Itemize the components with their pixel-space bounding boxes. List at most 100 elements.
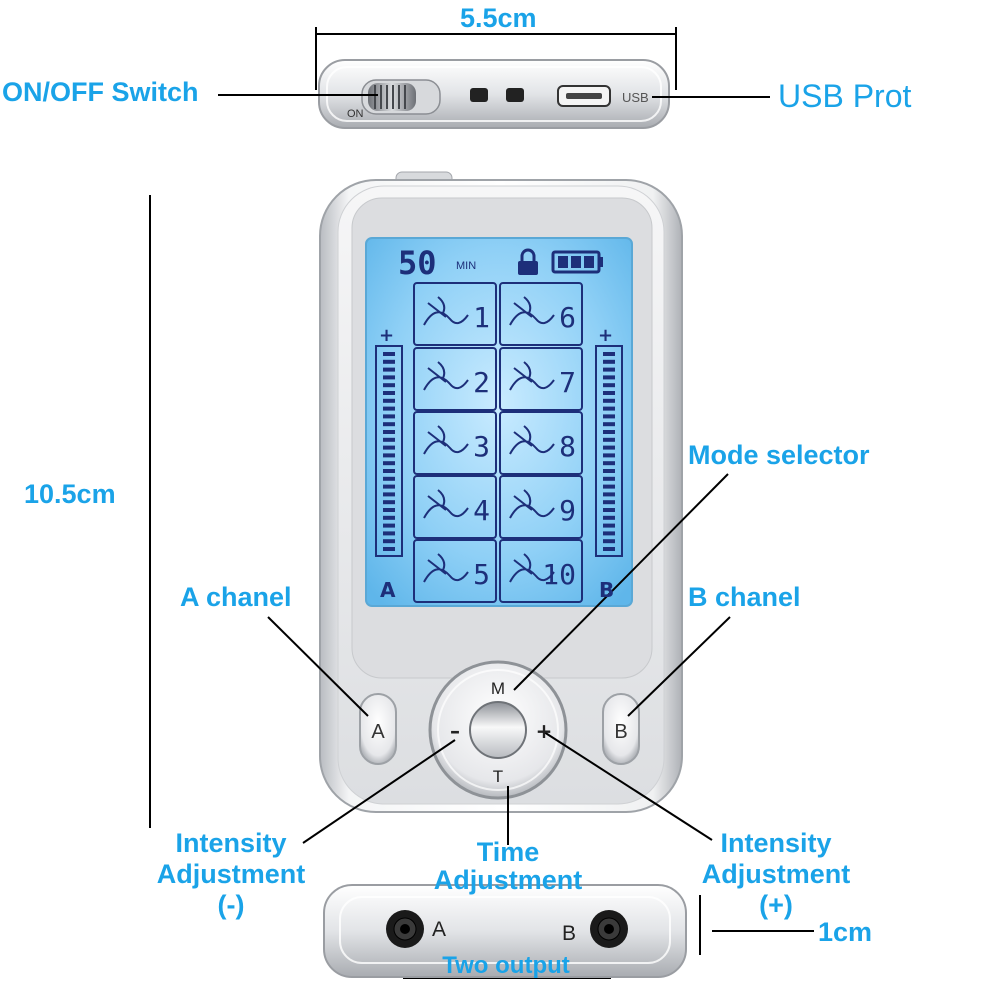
bottom-view [323,884,687,978]
time-adjustment-line-1: Time [476,837,540,867]
bar-segment [383,445,395,450]
mode-number: 10 [542,558,576,591]
on-off-switch-callout: ON/OFF Switch [2,77,199,107]
bar-segment [383,547,395,551]
timer-value: 50 [398,244,437,282]
intensity-bars-a [375,345,403,557]
bar-frame [375,345,403,557]
b-button-label: B [614,721,627,743]
intensity-bars-b [595,345,623,557]
bar-segment [603,406,615,411]
mode-cell-2: 2 [413,347,497,411]
bar-segment [383,391,395,395]
minus-button-label[interactable]: – [450,719,460,743]
width-dimension: 5.5cm [460,3,537,33]
mode-cell-1: 1 [413,282,497,346]
mode-cell-3: 3 [413,411,497,475]
intensity-minus-line-3: (-) [217,890,245,920]
mode-number: 5 [473,558,490,591]
bar-segment [603,508,615,512]
b-channel-button[interactable] [602,693,640,765]
lock-icon [518,248,538,275]
bar-segment [603,422,615,427]
plus-sign-b: + [598,325,613,346]
lcd-channel-b-label: B [599,578,614,602]
bar-segment [603,375,615,380]
bar-frame [595,345,623,557]
mode-cell-10: 10 [499,539,583,603]
mode-button-label[interactable]: M [491,679,505,698]
battery-icon [551,250,603,274]
mode-illustration [509,361,555,391]
bar-segment [383,375,395,380]
mode-cell-4: 4 [413,475,497,539]
bar-segment [603,437,615,442]
center-button[interactable] [469,701,527,759]
switch-on-label: ON [347,108,364,120]
intensity-plus-line-1: Intensity [720,828,832,858]
bar-segment [383,476,395,481]
mode-number: 7 [559,366,576,399]
mode-cell-6: 6 [499,282,583,346]
output-jack-b[interactable] [590,910,628,948]
intensity-minus-line-2: Adjustment [156,859,306,889]
plus-sign-a: + [379,325,394,346]
bar-segment [383,523,395,528]
mode-illustration [423,296,469,326]
bar-segment [603,383,615,388]
mode-number: 6 [559,301,576,334]
bar-segment [383,430,395,434]
a-channel-button[interactable] [359,693,397,765]
bar-segment [383,422,395,427]
output-jack-a[interactable] [386,910,424,948]
bar-segment [383,531,395,536]
bar-segment [383,515,395,520]
mode-illustration [423,489,469,519]
mode-number: 8 [559,430,576,463]
bar-segment [603,500,615,505]
bar-segment [603,484,615,489]
mode-illustration [509,425,555,455]
time-button-label[interactable]: T [493,767,503,786]
bar-segment [603,453,615,458]
bar-segment [603,539,615,544]
mode-selector-callout: Mode selector [688,440,870,470]
bar-segment [603,391,615,395]
bar-segment [603,531,615,536]
bar-segment [383,453,395,458]
bar-segment [383,484,395,489]
mode-grid: 1 2 34 5 6 7 8 9 10 [413,282,583,603]
bar-segment [383,383,395,388]
mode-illustration [423,361,469,391]
bar-segment [603,359,615,364]
bar-segment [383,508,395,512]
depth-dimension: 1cm [818,917,873,947]
lcd-channel-a-label: A [380,578,396,602]
timer-unit: MIN [456,260,476,272]
bar-segment [383,414,395,419]
bar-segment [603,352,615,356]
plus-button-label[interactable]: + [536,719,553,743]
mode-illustration [423,425,469,455]
b-channel-callout: B chanel [688,582,801,612]
two-output-callout: Two output [442,952,570,979]
bar-segment [383,461,395,466]
bar-segment [603,492,615,497]
bar-segment [603,476,615,481]
mode-number: 2 [473,366,490,399]
bar-segment [383,539,395,544]
mode-number: 1 [473,301,490,334]
mode-illustration [509,296,555,326]
mode-illustration [509,489,555,519]
bar-segment [603,547,615,551]
intensity-minus-callout: Intensity Adjustment (-) [140,828,322,921]
bar-segment [383,398,395,403]
bar-segment [603,515,615,520]
mode-cell-9: 9 [499,475,583,539]
mode-illustration [423,553,469,583]
bar-segment [383,352,395,356]
bar-segment [603,430,615,434]
bar-segment [603,445,615,450]
bar-segment [383,367,395,372]
